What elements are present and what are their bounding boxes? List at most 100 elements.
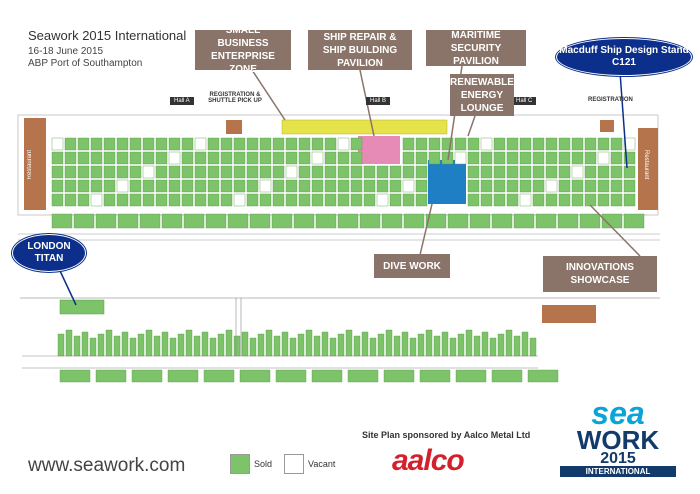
stand (207, 193, 220, 207)
stand (519, 179, 532, 193)
stand (337, 165, 350, 179)
stand (298, 151, 311, 165)
stand (246, 193, 259, 207)
stand (298, 165, 311, 179)
stand (181, 137, 194, 151)
stand (272, 193, 285, 207)
stand (116, 179, 129, 193)
stand (493, 165, 506, 179)
stand (293, 213, 315, 229)
stand (168, 193, 181, 207)
stand (381, 213, 403, 229)
stand (623, 193, 636, 207)
restaurant-left-block (24, 118, 46, 210)
stand (481, 331, 489, 357)
stand (584, 165, 597, 179)
stand (597, 137, 610, 151)
stand (610, 137, 623, 151)
stand (506, 151, 519, 165)
website-link[interactable]: www.seawork.com (28, 455, 186, 476)
stand (513, 335, 521, 357)
stand (363, 165, 376, 179)
stand (259, 137, 272, 151)
stand (205, 213, 227, 229)
registration-right-label: REGISTRATION (588, 97, 633, 103)
logo-year-text: 2015 (600, 450, 636, 467)
stand (57, 333, 65, 357)
stand (139, 213, 161, 229)
small-business-zone-area (281, 119, 448, 135)
stand (233, 193, 246, 207)
stand (259, 165, 272, 179)
stand (584, 151, 597, 165)
stand (415, 165, 428, 179)
stand (142, 151, 155, 165)
london-titan-highlight: LONDON TITAN (12, 234, 86, 272)
stand (597, 151, 610, 165)
stand (473, 335, 481, 357)
stand (584, 137, 597, 151)
stand (519, 151, 532, 165)
stand (233, 335, 241, 357)
stand (257, 333, 265, 357)
stand (415, 193, 428, 207)
stand (103, 151, 116, 165)
stand (467, 165, 480, 179)
stand (532, 137, 545, 151)
stand (532, 179, 545, 193)
stand (233, 137, 246, 151)
stand (506, 165, 519, 179)
stand (506, 179, 519, 193)
stand (467, 193, 480, 207)
stand (513, 213, 535, 229)
stand (64, 193, 77, 207)
stand (177, 333, 185, 357)
stand (449, 337, 457, 357)
stand (116, 137, 129, 151)
ship-repair-area (358, 136, 400, 164)
stand (401, 331, 409, 357)
stand (272, 151, 285, 165)
stand (337, 213, 359, 229)
stand (329, 337, 337, 357)
stand (64, 137, 77, 151)
stand (265, 329, 273, 357)
stand (77, 137, 90, 151)
stand (161, 213, 183, 229)
stand (584, 193, 597, 207)
stand (259, 193, 272, 207)
stand (51, 165, 64, 179)
stand (623, 151, 636, 165)
stand (155, 137, 168, 151)
stand (155, 165, 168, 179)
stand (181, 193, 194, 207)
stand (129, 165, 142, 179)
stand (597, 179, 610, 193)
stand (285, 137, 298, 151)
small-business-callout: SMALL BUSINESS ENTERPRISE ZONE (195, 25, 291, 75)
stand (610, 165, 623, 179)
stand (103, 193, 116, 207)
legend-vacant-label: Vacant (308, 459, 336, 469)
stand (610, 179, 623, 193)
stand (571, 151, 584, 165)
stand (103, 179, 116, 193)
stand (225, 329, 233, 357)
restaurant-right-block (638, 128, 658, 210)
stand (467, 179, 480, 193)
leader-line (251, 69, 286, 121)
stand (259, 151, 272, 165)
stand (493, 179, 506, 193)
stand (519, 137, 532, 151)
stand (185, 329, 193, 357)
stand (532, 151, 545, 165)
stand (409, 337, 417, 357)
stand (324, 151, 337, 165)
stand (369, 337, 377, 357)
stand (103, 165, 116, 179)
stand (305, 329, 313, 357)
stand (415, 179, 428, 193)
legend-vacant-swatch (284, 454, 304, 474)
stand (217, 333, 225, 357)
stand (467, 137, 480, 151)
